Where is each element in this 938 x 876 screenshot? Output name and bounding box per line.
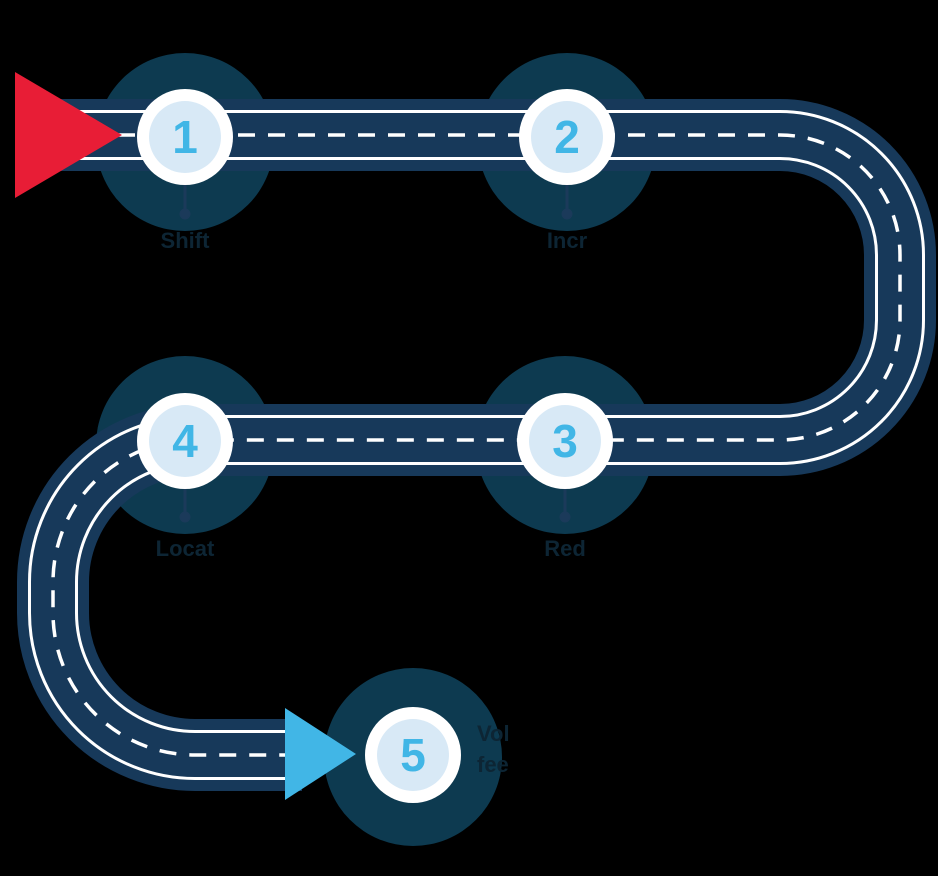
step-3-ring-inner [529,405,601,477]
step-2-label: Incr [547,228,588,253]
step-1-pin-dot [179,208,191,220]
step-1-marker: 1 [137,89,233,185]
step-1-ring-inner [149,101,221,173]
step-3-label: Red [544,536,586,561]
step-1-number: 1 [172,111,198,163]
step-2-number: 2 [554,111,580,163]
step-5-label-line2: fee [477,752,509,777]
step-5-marker: 5 [365,707,461,803]
step-4-marker: 4 [137,393,233,489]
step-3-number: 3 [552,415,578,467]
step-4-ring-inner [149,405,221,477]
step-5-label-line1: Vol [477,721,510,746]
step-3-pin-dot [559,511,571,523]
start-arrow-icon [15,72,122,198]
step-4-pin-dot [179,511,191,523]
step-4-label: Locat [156,536,215,561]
step-2-marker: 2 [519,89,615,185]
step-3-marker: 3 [517,393,613,489]
step-1-label: Shift [161,228,211,253]
step-4-number: 4 [172,415,198,467]
step-5-ring-inner [377,719,449,791]
step-2-ring-inner [531,101,603,173]
step-2-pin-dot [561,208,573,220]
step-5-number: 5 [400,729,426,781]
end-arrow-icon [285,708,356,800]
